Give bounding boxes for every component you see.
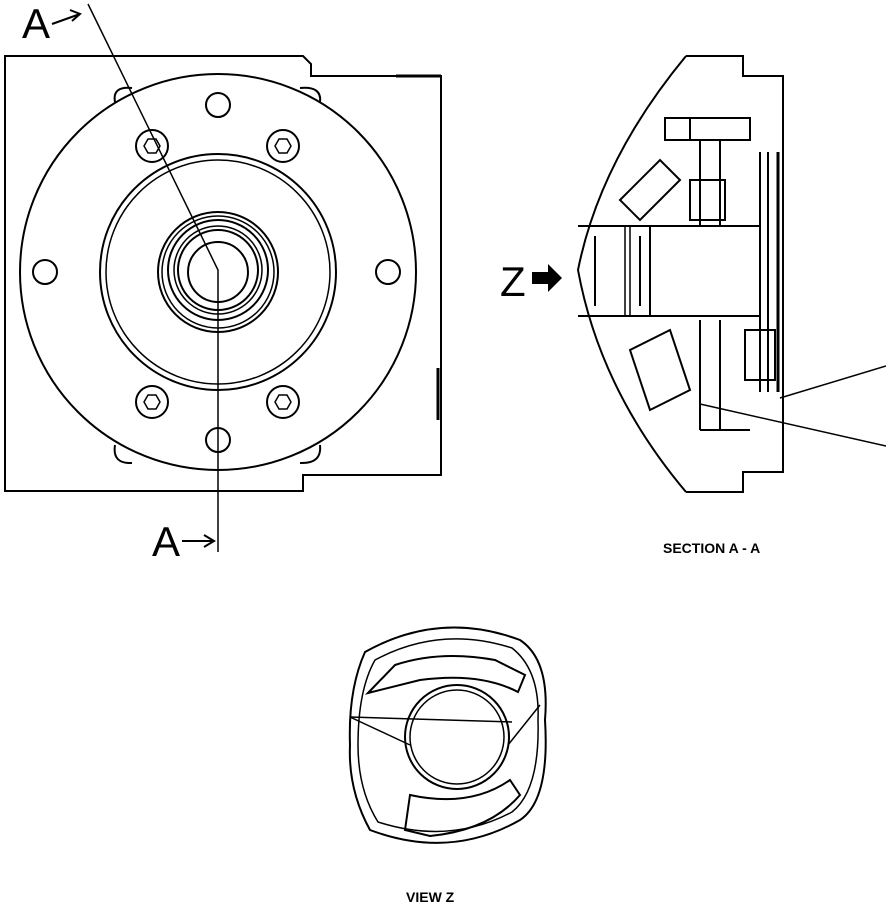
section-gasket (759, 152, 769, 392)
cutting-plane-line (87, 3, 219, 552)
section-caption: SECTION A - A (663, 540, 760, 556)
view-z-arrow (532, 264, 562, 292)
section-cavity-lower (628, 328, 692, 412)
view-caption: VIEW Z (406, 889, 455, 903)
bolt-hole-right (375, 259, 401, 285)
section-shaft-groove (624, 226, 631, 316)
view-z-bore-outer (404, 684, 510, 790)
section-cavity-upper (618, 158, 682, 222)
view-z-upper-slot (364, 655, 527, 695)
section-nut (689, 179, 726, 221)
leader-line-upper (779, 365, 886, 399)
view-z-leader-c (507, 704, 541, 746)
leader-line-lower (699, 403, 886, 447)
bolt-hole-left (32, 259, 58, 285)
section-bolt-lower (744, 329, 776, 381)
cap-screw-top-left (135, 129, 169, 163)
section-letter-bottom: A (152, 518, 180, 565)
section-inner-wall-lower (699, 320, 750, 431)
boss-top-right (299, 86, 322, 103)
view-z-leader-a (349, 716, 513, 723)
boss-bottom-right (299, 444, 322, 465)
view-z-bore-inner (409, 689, 505, 785)
cap-screw-bottom-right (266, 385, 300, 419)
cutting-plane-arrow-top (51, 9, 82, 25)
boss-bottom-left (113, 444, 133, 465)
view-z-leader-b (349, 716, 411, 746)
section-back-plate (686, 55, 784, 493)
housing-outline (4, 55, 442, 492)
section-view: Z SECTION A - A (500, 55, 886, 556)
cap-screw-top-right (266, 129, 300, 163)
cap-screw-bottom-left (135, 385, 169, 419)
cutting-plane-arrow-bottom (182, 534, 216, 548)
view-letter-z: Z (500, 258, 526, 305)
bolt-hole-top (205, 92, 231, 118)
view-z: VIEW Z (348, 626, 547, 903)
section-bolt-upper (664, 117, 751, 141)
front-view: A A (4, 0, 442, 565)
view-z-outer (348, 626, 547, 844)
section-letter-top: A (22, 0, 50, 47)
view-z-lower-slot (403, 778, 522, 838)
view-z-inner-wall (357, 638, 539, 833)
section-shaft (578, 225, 761, 317)
section-outer-contour (576, 55, 687, 493)
